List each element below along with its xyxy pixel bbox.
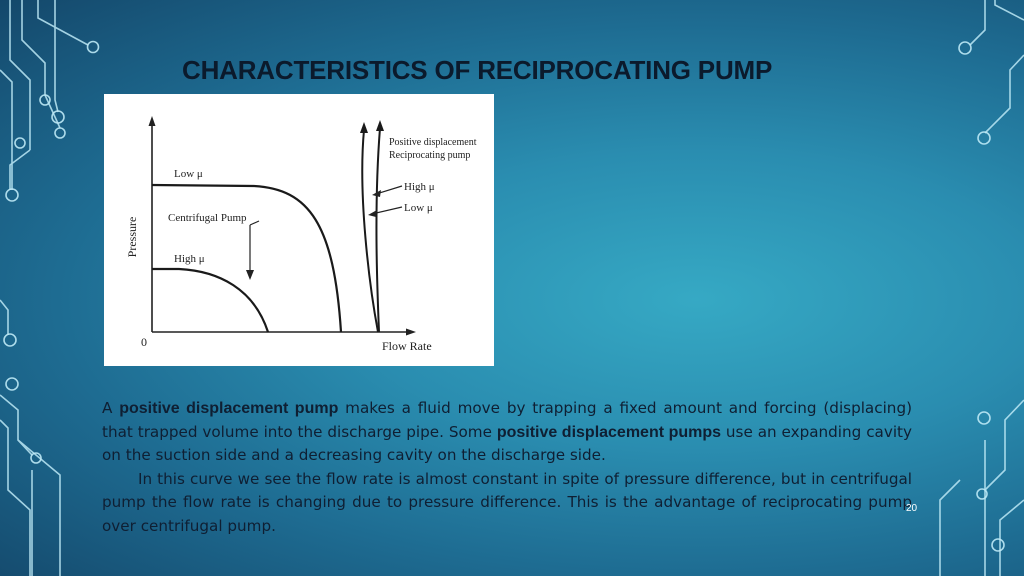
low-mu-arrowhead-icon — [376, 120, 384, 131]
centrifugal-pointer-arrow-icon — [246, 270, 254, 280]
y-axis-label: Pressure — [125, 217, 139, 258]
origin-label: 0 — [141, 335, 147, 349]
low-mu-label-right: Low μ — [404, 202, 433, 214]
high-mu-arrowhead-icon — [360, 122, 368, 133]
reciprocating-pump-label: Reciprocating pump — [389, 150, 470, 161]
text-segment: use an expanding cavity on the suction s… — [102, 422, 913, 465]
low-mu-pointer-arrow-icon — [368, 210, 377, 217]
text-segment: makes a fluid move by trapping a fixed a… — [102, 399, 913, 441]
pump-characteristics-figure: Pressure 0 Flow Rate Low μ Centrifugal P… — [104, 94, 494, 366]
keyword-positive-displacement-pumps: positive displacement pumps — [496, 423, 722, 441]
body-text: A positive displacement pump makes a flu… — [102, 397, 912, 538]
paragraph-advantage: In this curve we see the flow rate is al… — [102, 469, 912, 535]
reciprocating-high-mu-curve — [361, 129, 379, 333]
centrifugal-low-mu-curve — [151, 183, 343, 333]
centrifugal-high-mu-curve — [152, 267, 270, 333]
centrifugal-leader-line — [249, 220, 260, 226]
text-segment: A — [102, 399, 120, 417]
high-mu-label-left: High μ — [174, 253, 205, 265]
slide-title: CHARACTERISTICS OF RECIPROCATING PUMP — [182, 55, 773, 85]
low-mu-leader-line — [371, 206, 403, 215]
paragraph-definition: A positive displacement pump makes a flu… — [102, 397, 912, 468]
pump-characteristics-diagram: Pressure 0 Flow Rate Low μ Centrifugal P… — [125, 116, 477, 353]
x-axis-arrow-icon — [406, 328, 416, 336]
low-mu-label-left: Low μ — [174, 168, 203, 180]
high-mu-pointer-arrow-icon — [372, 190, 381, 197]
high-mu-label-right: High μ — [404, 181, 435, 193]
reciprocating-low-mu-curve — [375, 127, 381, 333]
positive-displacement-label: Positive displacement — [389, 137, 477, 148]
x-axis-label: Flow Rate — [382, 339, 432, 353]
keyword-positive-displacement-pump: positive displacement pump — [119, 400, 339, 417]
y-axis-arrow-icon — [148, 116, 156, 126]
centrifugal-pump-label: Centrifugal Pump — [168, 212, 247, 224]
page-number: 20 — [906, 503, 918, 514]
